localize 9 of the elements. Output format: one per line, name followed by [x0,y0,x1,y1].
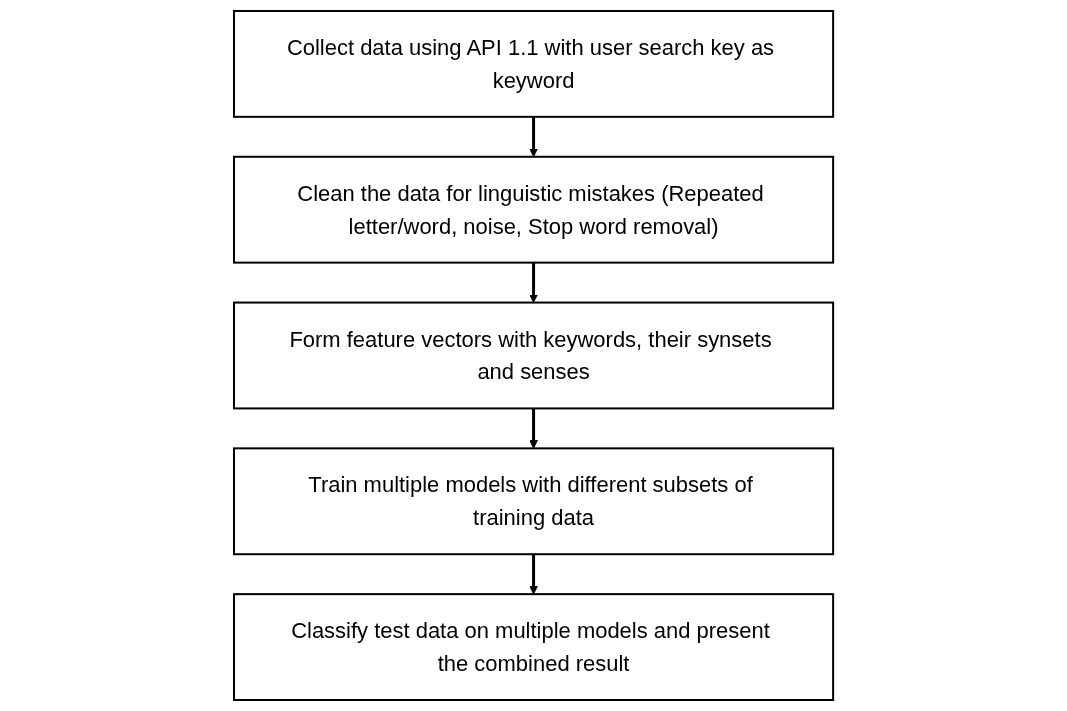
node-box: Collect data using API 1.1 with user search key as keyword [232,10,835,118]
node-box: Form feature vectors with keywords, their synsets and senses [232,301,835,410]
node-box: Clean the data for linguistic mistakes (Repeated letter/word, noise, Stop word removal) [232,155,835,264]
arrow [529,554,538,595]
arrow [529,116,538,158]
node-box: Train multiple models with different subsets of training data [232,447,835,556]
arrow [529,262,538,303]
node-box: Classify test data on multiple models and present the combined result [232,593,835,701]
arrow [529,408,538,449]
